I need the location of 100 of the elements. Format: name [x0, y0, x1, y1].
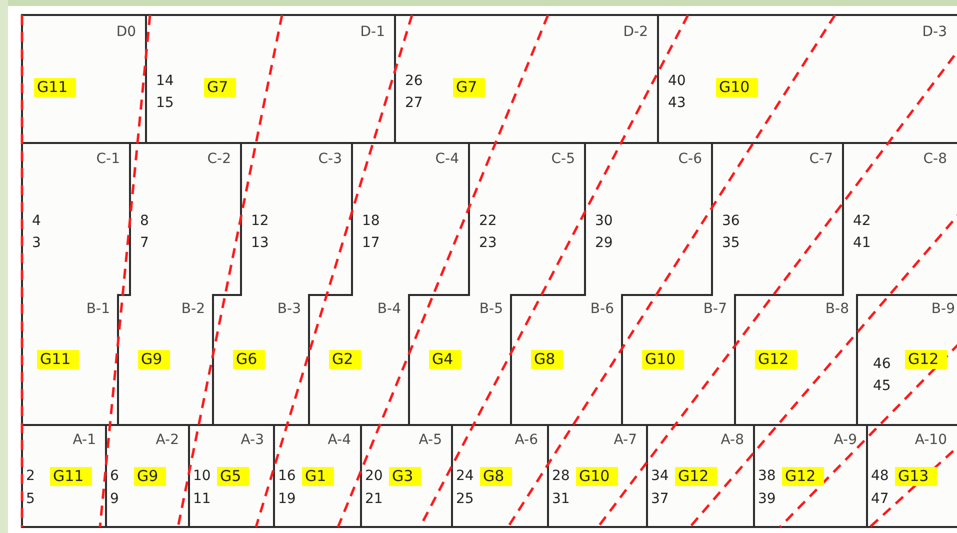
tag-label: G7	[453, 78, 486, 97]
panel-label: B-3	[277, 302, 301, 316]
tag-label: G11	[50, 467, 92, 486]
tag-label: G1	[302, 467, 334, 486]
panel-label: B-6	[590, 302, 614, 316]
tag-label: G5	[217, 467, 250, 486]
number-label: 47	[871, 492, 889, 506]
number-label: 4	[32, 214, 41, 228]
tag-label: G3	[389, 467, 422, 486]
panel-label: A-5	[418, 433, 442, 447]
number-label: 11	[193, 492, 211, 506]
number-label: 48	[871, 469, 889, 483]
panel-label: C-4	[435, 152, 459, 166]
panel-label: B-5	[479, 302, 503, 316]
tag-label: G10	[642, 350, 684, 369]
panel-region	[22, 143, 130, 295]
number-label: 28	[552, 469, 570, 483]
number-label: 8	[140, 214, 149, 228]
number-label: 6	[110, 469, 119, 483]
panel-region	[213, 295, 309, 425]
tag-label: G13	[895, 467, 937, 486]
number-label: 17	[362, 236, 380, 250]
panel-label: C-6	[678, 152, 702, 166]
panel-label: C-3	[318, 152, 342, 166]
number-label: 38	[758, 469, 776, 483]
number-label: 42	[853, 214, 871, 228]
number-label: 39	[758, 492, 776, 506]
panel-label: B-1	[86, 302, 110, 316]
panel-label: D0	[116, 25, 136, 39]
number-label: 7	[140, 236, 149, 250]
tag-label: G7	[204, 78, 236, 97]
panel-label: B-7	[703, 302, 727, 316]
panel-region	[511, 295, 622, 425]
panel-label: C-1	[96, 152, 120, 166]
number-label: 20	[365, 469, 383, 483]
number-label: 19	[278, 492, 296, 506]
number-label: 36	[722, 214, 740, 228]
panel-label: A-1	[72, 433, 96, 447]
panel-label: B-8	[825, 302, 849, 316]
panel-region	[22, 15, 146, 143]
number-label: 13	[251, 236, 269, 250]
tag-label: G4	[429, 350, 462, 369]
tag-label: G9	[134, 467, 166, 486]
panel-label: B-9	[931, 302, 955, 316]
panel-region	[309, 295, 409, 425]
panel-label: B-4	[377, 302, 401, 316]
panel-label: A-3	[240, 433, 264, 447]
number-label: 9	[110, 492, 119, 506]
number-label: 43	[668, 96, 686, 110]
tag-label: G12	[905, 350, 947, 369]
number-label: 41	[853, 236, 871, 250]
tag-label: G11	[37, 350, 79, 369]
panel-label: A-4	[328, 433, 351, 447]
tag-label: G10	[716, 78, 758, 97]
panel-label: D-1	[360, 25, 385, 39]
number-label: 2	[26, 469, 35, 483]
number-label: 35	[722, 236, 740, 250]
number-label: 15	[156, 96, 174, 110]
tag-label: G12	[782, 467, 824, 486]
number-label: 37	[651, 492, 669, 506]
panel-label: D-2	[623, 25, 648, 39]
number-label: 3	[32, 236, 41, 250]
panel-label: C-2	[207, 152, 231, 166]
panel-region	[118, 295, 213, 425]
panel-region	[735, 295, 857, 425]
tag-label: G2	[329, 350, 362, 369]
number-label: 29	[595, 236, 613, 250]
panel-region	[409, 295, 511, 425]
number-label: 31	[552, 492, 570, 506]
tag-label: G9	[138, 350, 170, 369]
panel-label: A-7	[614, 433, 637, 447]
number-label: 5	[26, 492, 35, 506]
panel-region	[622, 295, 735, 425]
number-label: 23	[479, 236, 497, 250]
panel-label: B-2	[181, 302, 205, 316]
panel-label: D-3	[922, 25, 947, 39]
number-label: 34	[651, 469, 669, 483]
number-label: 46	[873, 357, 891, 371]
number-label: 22	[479, 214, 497, 228]
tag-label: G8	[480, 467, 512, 486]
panel-label: A-9	[834, 433, 857, 447]
panel-label: C-5	[551, 152, 575, 166]
panel-label: A-2	[156, 433, 179, 447]
tag-label: G12	[755, 350, 797, 369]
number-label: 26	[405, 74, 423, 88]
number-label: 27	[405, 96, 423, 110]
tag-label: G8	[531, 350, 564, 369]
number-label: 40	[668, 74, 686, 88]
tag-label: G10	[576, 467, 618, 486]
tag-label: G11	[34, 78, 76, 97]
tag-label: G12	[675, 467, 717, 486]
number-label: 45	[873, 379, 891, 393]
panel-label: C-8	[923, 152, 947, 166]
number-label: 25	[456, 492, 474, 506]
panel-label: A-10	[914, 433, 947, 447]
panel-label: C-7	[809, 152, 833, 166]
tag-label: G6	[233, 350, 266, 369]
number-label: 10	[193, 469, 211, 483]
number-label: 12	[251, 214, 269, 228]
number-label: 14	[156, 74, 174, 88]
